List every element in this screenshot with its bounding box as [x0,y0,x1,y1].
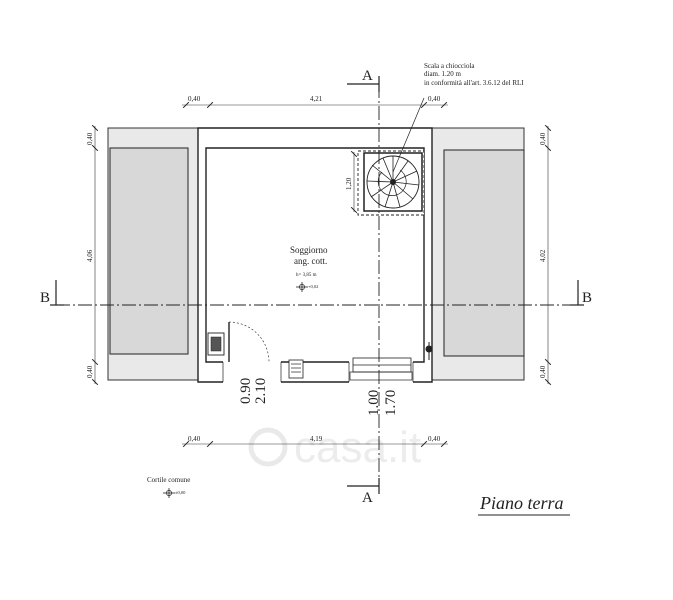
room-level-marker [296,282,308,292]
dimension-bottom [182,440,448,448]
dim-right-bottom: 0,40 [539,365,547,378]
dim-bottom-right: 0,40 [428,435,441,443]
section-label-a-top: A [362,68,373,84]
section-line-a [347,76,380,494]
room-sub: ang. cott. [294,256,327,266]
spiral-staircase [357,97,425,216]
casa-watermark: casa.it [248,423,421,472]
dim-top-right: 0,40 [428,95,441,103]
dim-top-left: 0,40 [188,95,201,103]
dim-right-mid: 4,02 [539,249,547,262]
section-label-b-left: B [40,290,50,306]
dim-left-bottom: 0,40 [86,365,94,378]
door-right-width: 1.00 [366,390,382,416]
dimension-right [544,124,552,386]
section-line-b [50,280,584,306]
stair-note-line3: in conformità all'art. 3.6.12 del RLI [424,79,524,87]
neighbor-room-left [109,147,189,355]
neighbor-room-right [443,149,525,357]
section-label-a-bottom: A [362,490,373,506]
stair-note-line2: diam. 1.20 m [424,70,461,78]
dim-bottom-mid: 4,19 [310,435,323,443]
room-level: +0,02 [308,284,318,290]
wall-symbol [425,342,433,360]
room-label: Soggiorno ang. cott. h= 3,85 m [290,245,328,278]
door-left-height: 2.10 [253,378,269,404]
svg-text:casa.it: casa.it [294,423,421,472]
room-height: h= 3,85 m [296,273,317,278]
section-label-b-right: B [582,290,592,306]
dim-top-mid: 4,21 [310,95,323,103]
room-name: Soggiorno [290,245,328,255]
dimension-left [91,124,99,386]
door-right-height: 1.70 [383,390,399,416]
courtyard-label: Cortile comune [147,476,190,484]
dim-left-mid: 4,06 [86,249,94,262]
stair-dimension [350,150,358,214]
dimension-top [182,101,448,109]
stair-dim-label: 1,20 [345,177,353,190]
dim-left-top: 0,40 [86,132,94,145]
vent-grille [288,359,304,379]
door-left-width: 0.90 [238,378,254,404]
entrance-door [207,321,270,363]
dim-right-top: 0,40 [539,132,547,145]
courtyard-level: ±0,00 [175,490,186,496]
stair-note-line1: Scala a chiocciola [424,62,475,70]
dim-bottom-left: 0,40 [188,435,201,443]
drawing-title: Piano terra [479,493,564,513]
courtyard-level-marker [163,488,175,498]
stair-note: Scala a chiocciola diam. 1.20 m in confo… [424,62,524,87]
